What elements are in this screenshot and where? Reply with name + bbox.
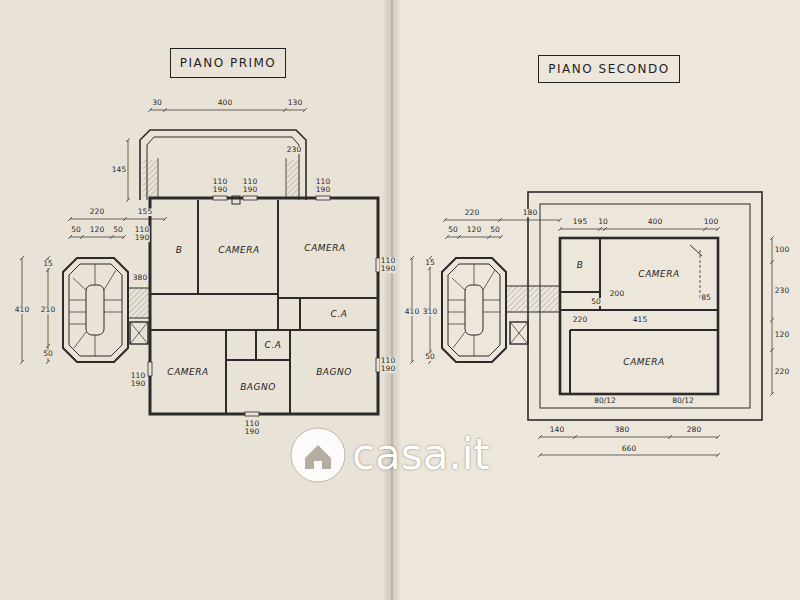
dimension: 220 [572,316,588,324]
dimension: 210 [40,306,56,314]
dimension: 120 [774,331,790,339]
dimension: 140 [549,426,565,434]
dimension: 230 [286,146,302,154]
room: CAMERA [282,204,368,292]
dimension: 400 [647,218,663,226]
room: CAMERA [201,208,277,292]
dimension: 660 [621,445,637,453]
dimension: 110 190 [212,178,228,194]
dimension: 10 [597,218,609,226]
floor-title: PIANO SECONDO [548,62,669,76]
dimension: 110 190 [315,178,331,194]
room-name: CAMERA [167,367,208,377]
dimension: 120 [89,226,105,234]
watermark-logo [291,428,345,482]
dimension: 120 [466,226,482,234]
dimension: 380 [132,274,148,282]
dimension: 110 190 [380,257,396,273]
dimension: 155 [137,208,153,216]
room: CAMERA [153,332,223,412]
dimension: 130 [287,99,303,107]
dimension: 400 [217,99,233,107]
dimension: 230 [774,287,790,295]
room-name: C.A [265,340,282,350]
room-name: BAGNO [240,382,276,392]
room: B [161,208,197,292]
dimension: 410 [404,308,420,316]
dimension: 200 [609,290,625,298]
dimension: 415 [632,316,648,324]
dimension: 145 [111,166,127,174]
dimension: 30 [151,99,163,107]
floor-title-box: PIANO PRIMO [170,48,287,78]
dimension: 410 [14,306,30,314]
room-name: CAMERA [638,269,679,279]
dimension: 80/12 [671,397,695,405]
second-floor-plan [410,192,774,457]
dimension: 220 [774,368,790,376]
dimension: 80/12 [593,397,617,405]
room: B [562,240,598,290]
room-name: B [577,260,584,270]
dimension: 50 [42,350,54,358]
room-name: CAMERA [623,357,664,367]
room-name: CAMERA [218,245,259,255]
dimension: 110 190 [380,357,396,373]
room-name: C.A [331,309,348,319]
dimension: 195 [572,218,588,226]
room-name: BAGNO [316,367,352,377]
dimension: 50 [112,226,124,234]
dimension: 220 [89,208,105,216]
room-name: CAMERA [304,243,345,253]
dimension: 50 [489,226,501,234]
room-name: B [176,245,183,255]
dimension: 180 [522,209,538,217]
dimension: 310 [422,308,438,316]
dimension: 380 [614,426,630,434]
floor-title: PIANO PRIMO [180,56,277,70]
dimension: 85 [700,294,712,302]
dimension: 50 [590,298,602,306]
room: C.A [258,332,288,358]
dimension: 50 [70,226,82,234]
room: CAMERA [572,333,716,391]
room: C.A [303,300,375,328]
dimension: 100 [774,246,790,254]
dimension: 220 [464,209,480,217]
dimension: 110 190 [134,226,150,242]
dimension: 100 [703,218,719,226]
first-floor-plan [20,108,380,416]
dimension: 110 190 [244,420,260,436]
dimension: 50 [424,353,436,361]
dimension: 15 [424,259,436,267]
dimension: 50 [447,226,459,234]
room: BAGNO [292,332,376,412]
dimension: 280 [686,426,702,434]
room: BAGNO [228,362,288,412]
dimension: 110 190 [130,372,146,388]
dimension: 110 190 [242,178,258,194]
watermark: casa.it [352,432,490,478]
floor-title-box: PIANO SECONDO [538,55,679,83]
dimension: 15 [42,260,54,268]
